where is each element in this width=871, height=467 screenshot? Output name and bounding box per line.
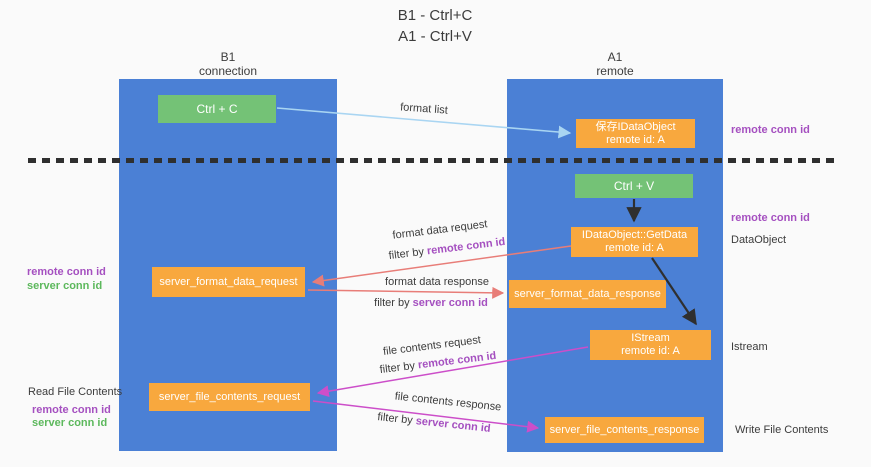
label-format-data-request: format data request [391, 218, 489, 242]
label-server-conn-id: server conn id [415, 415, 492, 435]
node-save-dataobject-title: 保存IDataObject [595, 120, 676, 133]
node-istream: IStream remote id: A [590, 330, 711, 360]
label-server-conn-id-left-top: server conn id [27, 280, 103, 292]
node-idataobject-getdata-title: IDataObject::GetData [581, 229, 688, 241]
node-save-dataobject: 保存IDataObject remote id: A [576, 119, 695, 148]
label-remote-conn-id: remote conn id [426, 235, 506, 258]
label-write-file-contents: Write File Contents [735, 424, 829, 436]
lane-left-header: B1 connection [119, 50, 337, 78]
label-remote-conn-id: remote conn id [417, 349, 497, 372]
node-istream-title: IStream [631, 332, 670, 344]
lane-right-title: A1 [607, 50, 623, 64]
node-server-format-data-response-label: server_format_data_response [514, 287, 661, 300]
label-filter-server-2: filter by server conn id [377, 411, 491, 435]
node-idataobject-getdata-subtitle: remote id: A [605, 242, 664, 254]
label-read-file-contents: Read File Contents [28, 386, 123, 398]
label-remote-conn-id-right-top: remote conn id [731, 124, 810, 136]
label-server-conn-id: server conn id [412, 297, 488, 309]
label-server-conn-id-left-bottom: server conn id [32, 417, 108, 429]
label-filter-by-text: filter by [374, 297, 413, 309]
node-ctrl-v: Ctrl + V [575, 174, 693, 198]
lane-right-subtitle: remote [596, 64, 634, 78]
node-ctrl-c-label: Ctrl + C [196, 101, 238, 116]
node-ctrl-c: Ctrl + C [158, 95, 276, 123]
lane-right-header: A1 remote [507, 50, 723, 78]
node-istream-subtitle: remote id: A [621, 345, 680, 357]
node-server-format-data-response: server_format_data_response [509, 280, 666, 308]
label-filter-by-text: filter by [379, 359, 419, 377]
node-server-file-contents-request-label: server_file_contents_request [158, 390, 301, 403]
node-server-file-contents-response-label: server_file_contents_response [549, 423, 700, 436]
node-idataobject-getdata: IDataObject::GetData remote id: A [571, 227, 698, 257]
label-remote-conn-id-right-mid: remote conn id [731, 212, 810, 224]
node-server-file-contents-response: server_file_contents_response [545, 417, 704, 443]
label-format-list: format list [399, 101, 449, 117]
node-ctrl-v-label: Ctrl + V [613, 178, 655, 193]
lane-left-subtitle: connection [198, 64, 258, 78]
node-save-dataobject-subtitle: remote id: A [606, 133, 665, 146]
node-server-format-data-request-label: server_format_data_request [159, 275, 298, 288]
label-filter-by-text: filter by [376, 411, 417, 428]
label-filter-server-1: filter by server conn id [374, 297, 488, 309]
arrow-format-data-response [307, 286, 505, 299]
diagram-title-line1: B1 - Ctrl+C [397, 7, 473, 24]
label-istream: Istream [731, 341, 768, 353]
lane-left-title: B1 [220, 50, 236, 64]
dashed-divider-line [28, 158, 834, 163]
label-dataobject: DataObject [731, 234, 787, 246]
label-remote-conn-id-left-bottom: remote conn id [32, 404, 111, 416]
label-format-data-response: format data response [385, 276, 489, 288]
label-filter-by-text: filter by [388, 245, 428, 263]
diagram-title: B1 - Ctrl+C A1 - Ctrl+V [320, 5, 550, 47]
label-remote-conn-id-left-top: remote conn id [27, 266, 106, 278]
node-server-file-contents-request: server_file_contents_request [149, 383, 310, 411]
label-file-contents-response: file contents response [394, 390, 502, 414]
diagram-title-line2: A1 - Ctrl+V [398, 28, 472, 45]
node-server-format-data-request: server_format_data_request [152, 267, 305, 297]
